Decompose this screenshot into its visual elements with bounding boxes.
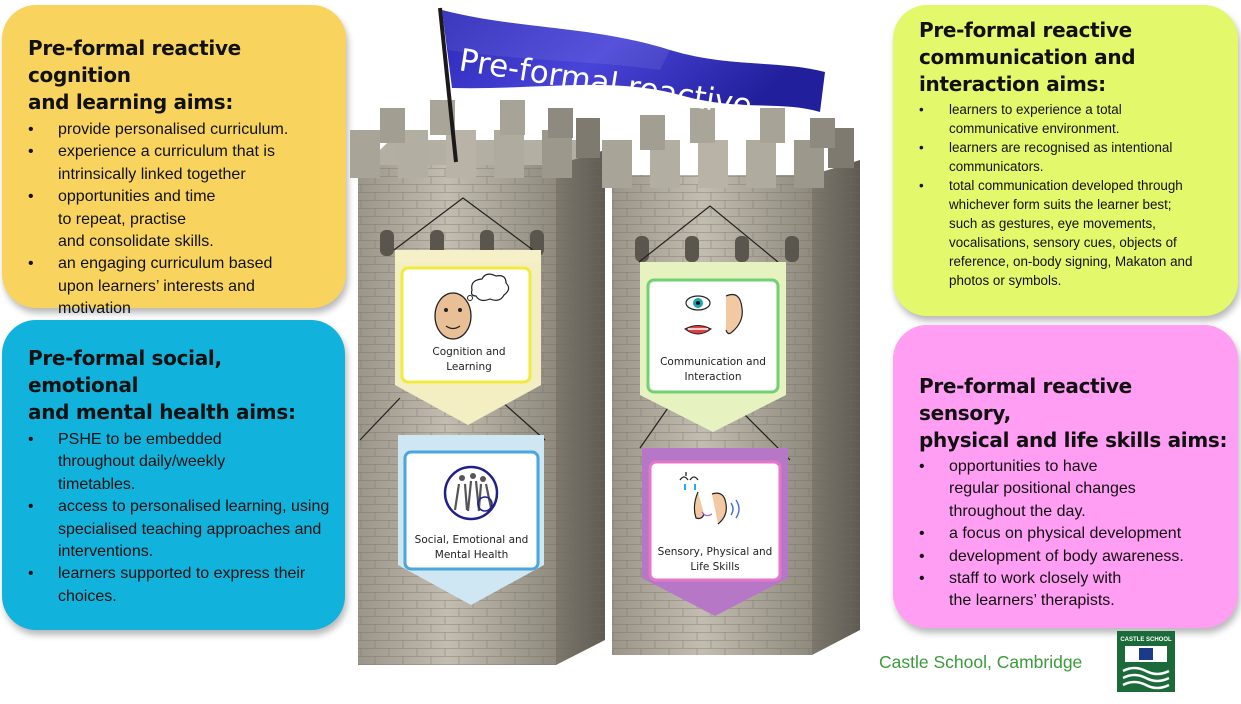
list-item: an engaging curriculum based upon learne… [28,253,336,320]
communication-panel-label: Communication and Interaction [660,356,766,383]
social-emotional-aims-title: Pre-formal social, emotional and mental … [28,346,296,424]
thinking-face-icon [434,273,510,340]
list-item: development of body awareness. [919,546,1228,569]
cognition-panel-label: Cognition and Learning [432,346,506,373]
list-item: opportunities and time to repeat, practi… [28,186,336,253]
list-item: learners to experience a total communica… [919,100,1226,138]
logo-text: CASTLE SCHOOL [1120,637,1172,643]
people-group-icon [443,465,499,521]
sensory-physical-banner [642,448,788,616]
sensory-physical-aims-list: opportunities to have regular positional… [919,456,1228,613]
castle-towers-illustration: Pre-formal reactive [350,7,860,665]
eye-mouth-ear-icon [684,293,743,335]
cognition-aims-title: Pre-formal reactive cognition and learni… [28,36,241,114]
social-emotional-panel-label: Social, Emotional and Mental Health [414,534,529,561]
list-item: experience a curriculum that is intrinsi… [28,141,336,186]
communication-aims-title: Pre-formal reactive communication and in… [919,18,1136,96]
school-name: Castle School, Cambridge [879,652,1083,672]
list-item: learners supported to express their choi… [28,563,337,608]
list-item: provide personalised curriculum. [28,119,336,142]
list-item: staff to work closely with the learners’… [919,568,1228,613]
sensory-physical-aims-title: Pre-formal reactive sensory, physical an… [919,374,1228,452]
list-item: access to personalised learning, using s… [28,496,337,563]
cognition-aims-box: Pre-formal reactive cognition and learni… [2,5,346,317]
communication-banner [640,262,786,432]
social-emotional-banner [398,435,544,605]
sensory-physical-panel-label: Sensory, Physical and Life Skills [657,546,773,573]
list-item: a focus on physical development [919,523,1228,546]
cognition-aims-list: provide personalised curriculum. experie… [28,119,336,321]
list-item: PSHE to be embedded throughout daily/wee… [28,429,337,496]
communication-aims-list: learners to experience a total communica… [919,100,1226,290]
social-emotional-aims-box: Pre-formal social, emotional and mental … [2,320,345,630]
list-item: total communication developed through wh… [919,176,1226,290]
communication-aims-box: Pre-formal reactive communication and in… [893,5,1238,316]
cognition-banner [395,250,541,425]
sensory-physical-aims-box: Pre-formal reactive sensory, physical an… [893,325,1238,628]
banner-strings [359,197,791,461]
flag: Pre-formal reactive [442,10,825,124]
sensory-icon [679,472,740,525]
social-emotional-aims-list: PSHE to be embedded throughout daily/wee… [28,429,337,608]
list-item: learners are recognised as intentional c… [919,138,1226,176]
list-item: opportunities to have regular positional… [919,456,1228,523]
flag-pole [438,7,458,163]
castle-school-logo: CASTLE SCHOOL [1117,631,1175,692]
